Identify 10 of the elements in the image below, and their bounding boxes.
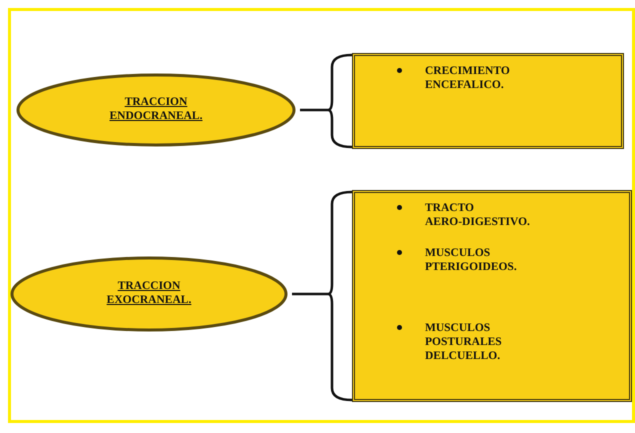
bullet-item: MUSCULOS POSTURALES DELCUELLO. xyxy=(425,322,502,362)
bullet-item: CRECIMIENTO ENCEFALICO. xyxy=(425,65,510,92)
node-label: TRACCION ENDOCRANEAL. xyxy=(108,96,204,124)
bullet-item: MUSCULOS PTERIGOIDEOS. xyxy=(425,246,517,274)
brace-connector xyxy=(290,190,354,402)
brace-connector xyxy=(298,54,354,148)
bullet-item: TRACTO AERO-DIGESTIVO. xyxy=(425,202,530,228)
node-label: TRACCION EXOCRANEAL. xyxy=(106,280,192,308)
list-box xyxy=(352,190,632,402)
list-box xyxy=(352,53,624,149)
